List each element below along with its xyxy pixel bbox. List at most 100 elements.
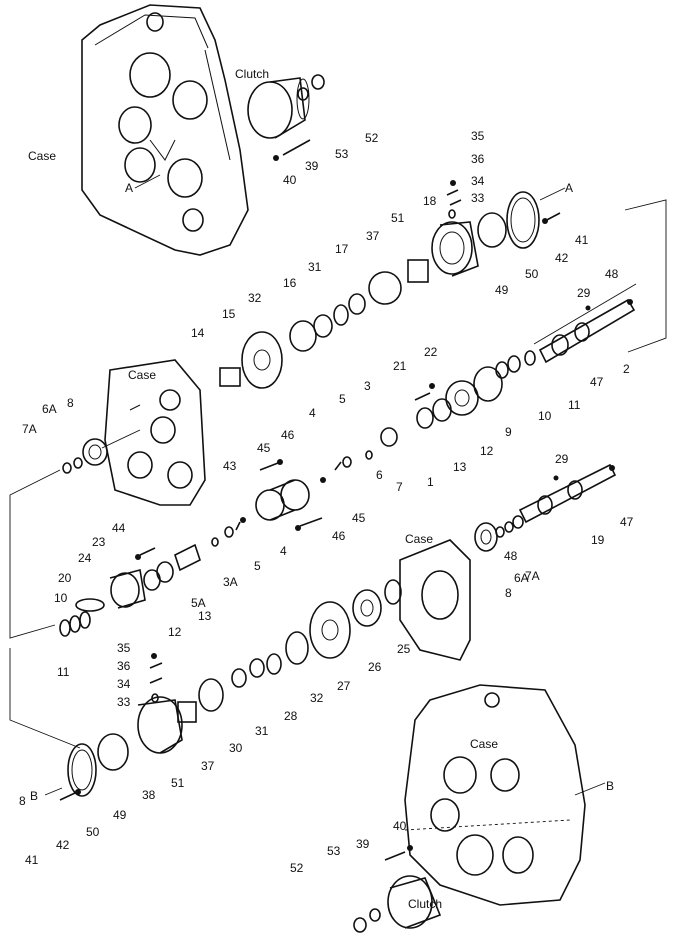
part-4-ball-upper xyxy=(320,477,326,483)
part-42-washer-top xyxy=(542,218,548,224)
callout-7A: 7A xyxy=(22,422,37,436)
part-34-36-plate-lower xyxy=(149,662,163,684)
callout-19: 19 xyxy=(591,533,605,547)
part-39-bolt-top xyxy=(282,139,311,156)
arrow-a-right xyxy=(539,187,566,201)
part-51-spacer-lower xyxy=(177,701,197,723)
callout-6: 6 xyxy=(376,468,383,482)
part-16-bearing-top xyxy=(313,314,333,338)
callout-40: 40 xyxy=(393,819,407,833)
case-label-bottom: Case xyxy=(470,737,498,751)
part-37-gear-top xyxy=(368,271,402,305)
callout-49: 49 xyxy=(113,808,127,822)
dashed-guide-bottom xyxy=(404,819,571,831)
clutch-bottom xyxy=(387,875,442,929)
part-1-piston xyxy=(380,427,398,447)
callout-48: 48 xyxy=(504,549,518,563)
part-26-gear xyxy=(352,589,382,627)
callout-36: 36 xyxy=(471,152,485,166)
case-label-right: Case xyxy=(405,532,433,546)
callout-4: 4 xyxy=(309,406,316,420)
callout-11: 11 xyxy=(568,398,581,412)
clutch-label-bottom: Clutch xyxy=(408,897,442,911)
callout-33: 33 xyxy=(117,695,131,709)
callout-8: 8 xyxy=(505,586,512,600)
part-20-hub xyxy=(109,569,146,609)
part-47-ring-top xyxy=(524,350,536,366)
callout-3: 3 xyxy=(364,379,371,393)
part-7a-ring-left xyxy=(62,462,72,474)
callout-31: 31 xyxy=(308,260,322,274)
part-10-ring-top xyxy=(473,366,503,402)
callout-12: 12 xyxy=(168,625,182,639)
part-40-washer-top xyxy=(273,155,279,161)
part-3a-ring xyxy=(224,526,234,538)
part-2-shaft xyxy=(538,298,636,364)
part-50-cover-lower xyxy=(67,743,97,797)
part-5-spring-upper xyxy=(334,461,342,471)
callout-47: 47 xyxy=(590,375,604,389)
part-51-spacer-top xyxy=(407,259,429,283)
callout-52: 52 xyxy=(290,861,304,875)
part-5a-ring xyxy=(211,537,219,547)
callout-8: 8 xyxy=(67,396,74,410)
callout-38: 38 xyxy=(142,788,156,802)
part-13-ring-lower xyxy=(156,561,174,583)
arrow-b-right xyxy=(574,782,606,796)
part-45-bolt-lower xyxy=(299,517,323,527)
part-7a-ring-right xyxy=(504,521,514,533)
callout-15: 15 xyxy=(222,307,236,321)
part-48-ring-lower xyxy=(512,515,524,529)
callout-32: 32 xyxy=(248,291,262,305)
part-44-piston xyxy=(174,543,201,572)
guide-line-right-top xyxy=(624,199,667,353)
part-33-pin-top xyxy=(448,209,456,219)
callout-33: 33 xyxy=(471,191,485,205)
callout-13: 13 xyxy=(453,460,467,474)
callout-5: 5 xyxy=(254,559,261,573)
callout-7: 7 xyxy=(396,480,403,494)
part-53-washer-top xyxy=(297,87,309,101)
part-19-shaft xyxy=(518,463,617,524)
callout-7A: 7A xyxy=(525,569,540,583)
part-40-washer-bottom xyxy=(407,845,413,851)
part-35-bolt-top xyxy=(450,180,456,186)
guide-line-left xyxy=(9,469,61,639)
callout-39: 39 xyxy=(356,837,370,851)
callout-2: 2 xyxy=(623,362,630,376)
callout-25: 25 xyxy=(397,642,411,656)
callout-23: 23 xyxy=(92,535,106,549)
part-4-ball-lower xyxy=(240,517,246,523)
callout-41: 41 xyxy=(575,233,589,247)
callout-44: 44 xyxy=(112,521,126,535)
part-52-nut-bottom xyxy=(353,917,367,933)
part-11-rings-lower xyxy=(59,619,71,637)
callout-37: 37 xyxy=(366,229,380,243)
callout-43: 43 xyxy=(223,459,237,473)
callout-29: 29 xyxy=(555,452,569,466)
part-29-ball-top xyxy=(585,305,591,311)
part-17-bearing-top xyxy=(348,293,366,315)
callout-39: 39 xyxy=(305,159,319,173)
part-46-washer-upper xyxy=(277,459,283,465)
callout-27: 27 xyxy=(337,679,351,693)
callout-47: 47 xyxy=(620,515,634,529)
part-32-race-top xyxy=(289,320,317,352)
callout-numbers: 5253394035363433185137173116321514504941… xyxy=(19,129,634,875)
callout-34: 34 xyxy=(117,677,131,691)
callout-50: 50 xyxy=(525,267,539,281)
part-15-gear xyxy=(241,331,283,389)
part-37-gear-lower xyxy=(198,678,224,712)
part-39-bolt-bottom xyxy=(384,851,406,861)
callout-45: 45 xyxy=(352,511,366,525)
callout-51: 51 xyxy=(391,211,405,225)
part-49-seal-lower xyxy=(97,733,129,771)
callout-46: 46 xyxy=(332,529,346,543)
part-22-washer xyxy=(429,383,435,389)
callout-36: 36 xyxy=(117,659,131,673)
callout-10: 10 xyxy=(538,409,552,423)
part-46-washer-lower xyxy=(295,525,301,531)
callout-24: 24 xyxy=(78,551,92,565)
